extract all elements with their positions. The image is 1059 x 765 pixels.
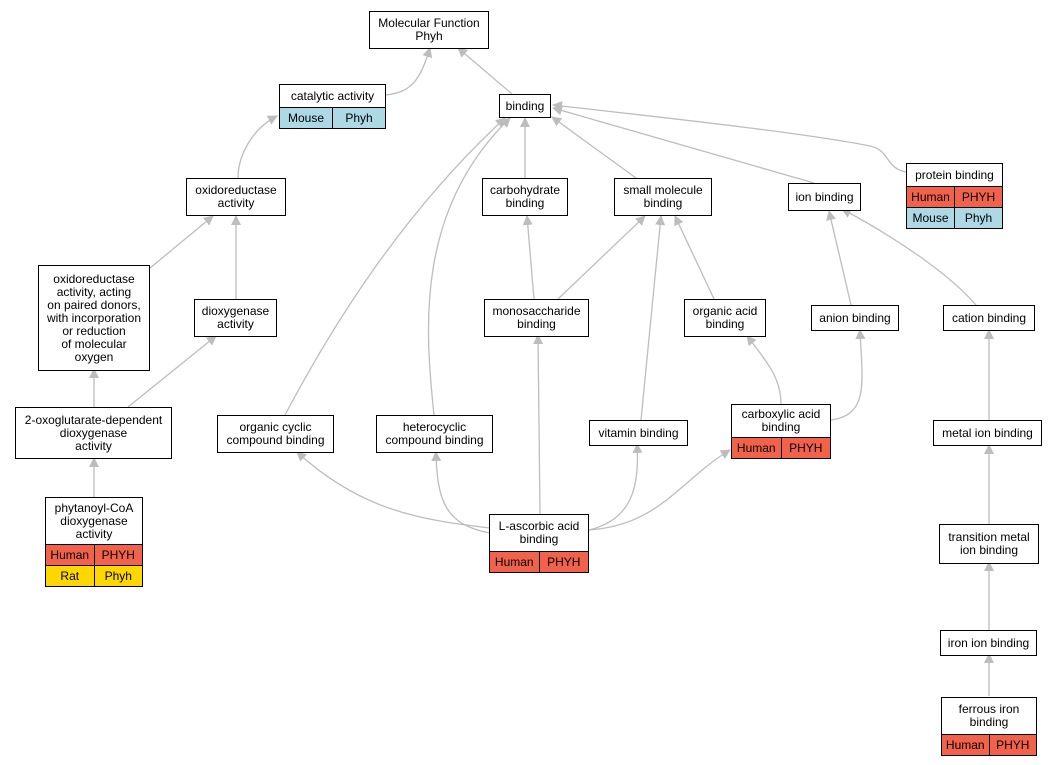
edge-organicacid-to-smallmolecule (674, 215, 715, 300)
gene-symbol: PHYH (954, 187, 1002, 207)
node-label: phytanoyl-CoA dioxygenase activity (54, 500, 134, 541)
node-label: carboxylic acid binding (741, 407, 821, 434)
node-label: vitamin binding (598, 425, 679, 440)
node-ion-binding[interactable]: ion binding (788, 183, 861, 211)
species-name: Human (50, 547, 90, 562)
edge-protein-to-binding (552, 101, 907, 173)
edge-heterocyclic-to-binding (427, 117, 511, 416)
gene-symbol: Phyh (93, 566, 143, 586)
node-oxidoreductase-activity[interactable]: oxidoreductase activity (186, 178, 286, 216)
edge-lascorbic-to-carboxylic (588, 449, 731, 531)
node-label: anion binding (819, 310, 891, 325)
node-binding[interactable]: binding (499, 94, 551, 118)
node-label: L-ascorbic acid binding (498, 519, 580, 546)
node-label: monosaccharide binding (492, 304, 581, 331)
node-heterocyclic-compound-binding[interactable]: heterocyclic compound binding (376, 415, 493, 453)
node-organic-cyclic-compound-binding[interactable]: organic cyclic compound binding (217, 415, 334, 453)
gene-symbol: Phyh (332, 108, 385, 128)
node-vitamin-binding[interactable]: vitamin binding (589, 420, 688, 446)
node-iron-ion-binding[interactable]: iron ion binding (940, 630, 1037, 656)
edge-monosaccharide-to-carbohydrate (522, 215, 535, 300)
gene-symbol: PHYH (538, 552, 589, 572)
node-carbohydrate-binding[interactable]: carbohydrate binding (482, 178, 568, 216)
species-row-human: Human PHYH (907, 186, 1002, 207)
node-2-oxoglutarate-dioxygenase[interactable]: 2-oxoglutarate-dependent dioxygenase act… (15, 407, 172, 459)
node-organic-acid-binding[interactable]: organic acid binding (684, 299, 766, 337)
edge-oxidoreductase-to-catalytic (237, 115, 278, 179)
node-label: Molecular Function Phyh (378, 16, 480, 43)
node-label: iron ion binding (947, 635, 1030, 650)
edge-oxpd-to-oxidoreductase (149, 215, 214, 269)
species-row-human: Human PHYH (490, 551, 588, 572)
node-small-molecule-binding[interactable]: small molecule binding (614, 178, 712, 216)
node-label: ion binding (795, 189, 854, 204)
edge-carboxylic-to-anion (830, 329, 866, 421)
gene-symbol: PHYH (780, 438, 831, 458)
edge-lascorbic-to-organiccyclic (296, 451, 491, 529)
edge-monosaccharide-to-smallmolecule (557, 215, 646, 300)
edge-binding-to-mf (457, 47, 513, 95)
node-dioxygenase-activity[interactable]: dioxygenase activity (194, 299, 277, 337)
node-label: 2-oxoglutarate-dependent dioxygenase act… (24, 412, 163, 453)
species-row-mouse: Mouse Phyh (907, 207, 1002, 228)
gene-symbol: PHYH (988, 735, 1037, 755)
node-label: metal ion binding (942, 425, 1033, 440)
node-metal-ion-binding[interactable]: metal ion binding (933, 420, 1042, 446)
edge-anion-to-ionbinding (826, 210, 852, 306)
edge-vitamin-to-smallmolecule (640, 215, 666, 421)
node-label: carbohydrate binding (489, 183, 561, 210)
node-label: organic acid binding (692, 304, 758, 331)
node-label: cation binding (951, 310, 1027, 325)
node-label: ferrous iron binding (958, 702, 1020, 729)
edge-oxoglutarate-to-dioxygenase (127, 335, 217, 408)
node-label: oxidoreductase activity (195, 183, 277, 210)
species-name: Human (736, 440, 776, 455)
species-name: Human (494, 554, 534, 569)
species-row-human: Human PHYH (732, 437, 830, 458)
species-row-mouse: Mouse Phyh (280, 107, 385, 128)
gene-symbol: PHYH (93, 545, 143, 565)
edge-smallmolecule-to-binding (551, 116, 637, 179)
edge-catalytic-to-mf (385, 47, 433, 96)
species-row-rat: Rat Phyh (46, 565, 142, 586)
gene-symbol: Phyh (954, 208, 1002, 228)
edge-cation-to-ionbinding (841, 208, 977, 306)
edge-carboxylic-to-organicacid (746, 335, 782, 405)
species-name: Human (945, 737, 985, 752)
edge-organiccyclic-to-binding (284, 117, 506, 416)
node-transition-metal-ion-binding[interactable]: transition metal ion binding (939, 524, 1039, 564)
node-label: organic cyclic compound binding (226, 420, 325, 447)
species-name: Mouse (287, 110, 325, 125)
species-name: Human (911, 189, 950, 204)
node-label: catalytic activity (290, 88, 375, 103)
node-label: heterocyclic compound binding (385, 420, 484, 447)
node-label: small molecule binding (623, 183, 703, 210)
edge-ionbinding-to-binding (552, 105, 815, 184)
edge-lascorbic-to-heterocyclic (431, 451, 491, 534)
node-label: transition metal ion binding (948, 530, 1030, 557)
node-label: oxidoreductase activity, acting on paire… (46, 271, 142, 364)
species-name: Mouse (912, 210, 949, 225)
node-label: protein binding (915, 167, 994, 182)
species-name: Rat (60, 568, 80, 583)
node-anion-binding[interactable]: anion binding (811, 305, 899, 331)
node-label: binding (505, 98, 545, 113)
node-cation-binding[interactable]: cation binding (943, 305, 1035, 331)
node-molecular-function[interactable]: Molecular Function Phyh (369, 11, 489, 49)
edge-lascorbic-to-monosaccharide (533, 334, 544, 515)
node-monosaccharide-binding[interactable]: monosaccharide binding (484, 299, 589, 337)
node-label: dioxygenase activity (201, 304, 270, 331)
edge-lascorbic-to-vitamin (588, 443, 643, 531)
node-oxidoreductase-paired-donors[interactable]: oxidoreductase activity, acting on paire… (38, 265, 150, 371)
